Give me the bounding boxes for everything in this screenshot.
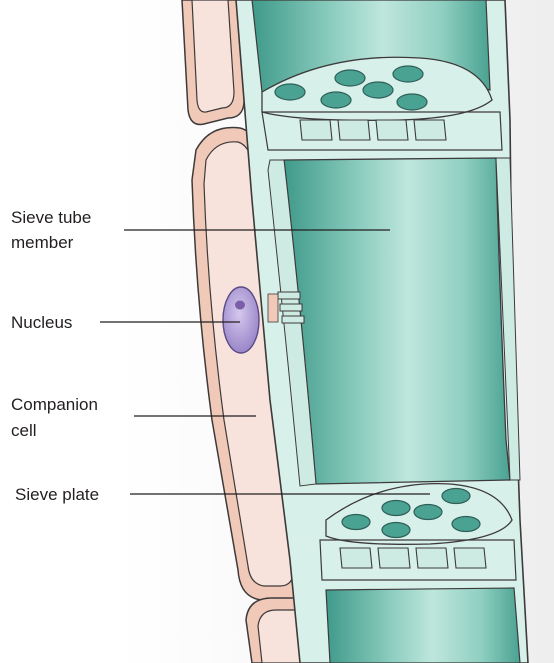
- sieve-tube-lower-segment: [326, 588, 520, 663]
- sieve-tube-member-lumen: [268, 158, 520, 486]
- label-sieve-tube-member-line2: member: [11, 232, 73, 254]
- plasmodesmata: [268, 292, 304, 323]
- nucleolus: [235, 301, 245, 310]
- nucleus: [223, 287, 259, 353]
- label-companion-cell-line1: Companion: [11, 394, 98, 416]
- label-sieve-tube-member-line1: Sieve tube: [11, 207, 91, 229]
- label-companion-cell-line2: cell: [11, 420, 37, 442]
- companion-cell-upper: [182, 0, 244, 124]
- label-sieve-plate: Sieve plate: [15, 484, 99, 506]
- label-nucleus: Nucleus: [11, 312, 72, 334]
